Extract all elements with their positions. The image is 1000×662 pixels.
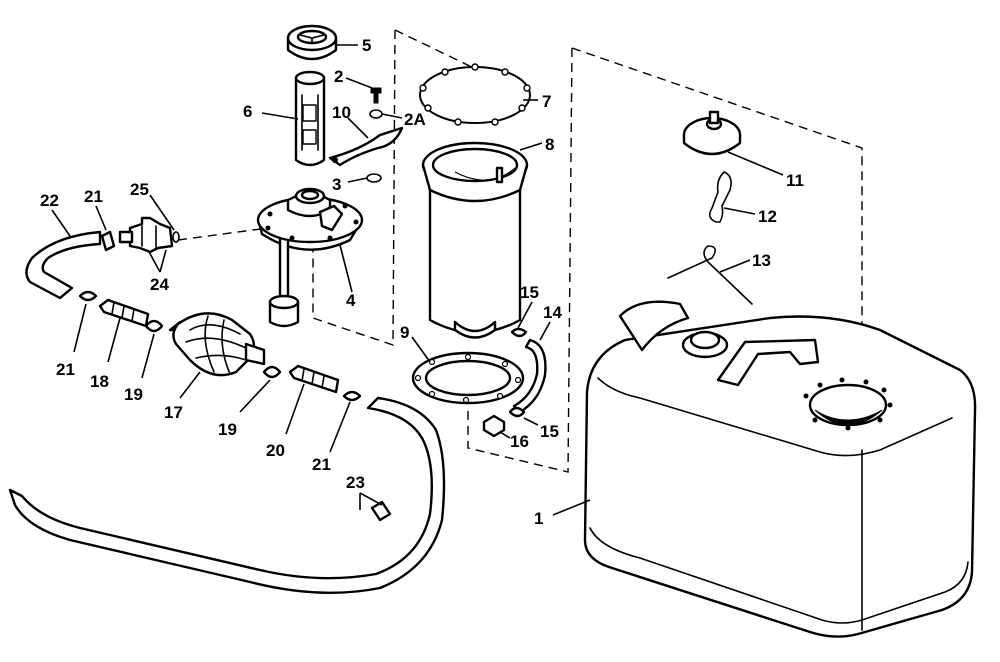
leader-15b <box>523 417 539 426</box>
leader-2a <box>381 113 403 119</box>
callout-21b: 21 <box>56 360 75 379</box>
callout-5: 5 <box>362 36 371 55</box>
pickup-connector-line <box>177 227 269 241</box>
leader-8 <box>519 142 543 151</box>
leader-24b <box>159 249 167 273</box>
leader-1 <box>552 499 591 516</box>
hose-clamp-lower <box>508 406 526 418</box>
leader-9 <box>411 336 431 363</box>
callout-19b: 19 <box>218 420 237 439</box>
fuel-cap <box>682 110 742 156</box>
leader-11 <box>727 151 784 176</box>
hose-fitting-20 <box>288 364 340 394</box>
leader-4 <box>339 244 353 293</box>
leader-21c <box>329 401 351 453</box>
callout-14: 14 <box>543 303 562 322</box>
leader-12 <box>723 207 756 215</box>
callout-25: 25 <box>130 180 149 199</box>
callout-7: 7 <box>542 92 551 111</box>
tank-hose <box>25 230 102 300</box>
callout-2a: 2A <box>404 110 426 129</box>
leader-6 <box>261 112 299 120</box>
cap-chain <box>708 171 732 223</box>
callout-12: 12 <box>758 207 777 226</box>
callout-22: 22 <box>40 191 59 210</box>
leader-3 <box>347 177 368 183</box>
gauge-tube <box>294 70 326 167</box>
callout-23: 23 <box>346 473 365 492</box>
top-gasket <box>419 63 531 126</box>
return-hose <box>512 338 547 414</box>
callout-19a: 19 <box>124 385 143 404</box>
screw <box>370 87 382 104</box>
gauge-cap <box>286 24 338 61</box>
callout-20: 20 <box>266 441 285 460</box>
callout-13: 13 <box>752 251 771 270</box>
leader-21a <box>95 205 107 231</box>
leader-19b <box>239 379 271 413</box>
leader-24a <box>147 249 161 273</box>
leader-15a <box>517 301 533 329</box>
leader-14 <box>539 321 551 341</box>
wire-retainer <box>667 245 753 305</box>
leader-19a <box>141 333 155 379</box>
callout-17: 17 <box>164 403 183 422</box>
hose-fitting-18 <box>98 298 150 328</box>
o-ring <box>172 231 180 243</box>
assembly-box-pickup <box>312 29 479 346</box>
gauge-bracket <box>328 126 404 167</box>
tank-insert <box>421 141 529 339</box>
washer-3 <box>366 173 382 183</box>
callout-21a: 21 <box>84 187 103 206</box>
callout-16: 16 <box>510 432 529 451</box>
callout-24: 24 <box>150 275 169 294</box>
leader-23b <box>359 492 383 506</box>
lower-gasket <box>411 351 525 405</box>
tank-connector <box>118 216 174 254</box>
tank-fitting <box>482 414 506 438</box>
fuel-tank <box>583 300 977 638</box>
callout-1: 1 <box>534 509 543 528</box>
callout-10: 10 <box>332 103 351 122</box>
pickup-assembly <box>256 187 364 328</box>
callout-15a: 15 <box>520 283 539 302</box>
callout-9: 9 <box>400 323 409 342</box>
leader-18 <box>107 317 121 363</box>
callout-6: 6 <box>243 102 252 121</box>
callout-2: 2 <box>334 67 343 86</box>
callout-11: 11 <box>786 171 804 190</box>
callout-4: 4 <box>346 291 356 310</box>
callout-18: 18 <box>90 372 109 391</box>
callout-3: 3 <box>332 175 341 194</box>
washer-2a <box>369 109 383 119</box>
primer-bulb <box>168 312 266 377</box>
leader-17 <box>179 371 201 399</box>
leader-16 <box>499 431 511 439</box>
hose-clamp-21-a <box>100 230 116 252</box>
hose-clamp-21-c <box>342 390 362 402</box>
hose-clamp-19-a <box>144 319 164 333</box>
leader-2 <box>345 77 373 89</box>
leader-22 <box>51 209 71 237</box>
leader-20 <box>285 383 305 435</box>
callout-8: 8 <box>545 135 554 154</box>
leader-21b <box>73 303 87 353</box>
hose-clamp-19-b <box>262 365 282 379</box>
leader-25 <box>149 194 175 231</box>
leader-13 <box>719 259 751 273</box>
hose-clamp-upper <box>510 327 528 338</box>
leader-10 <box>347 117 369 139</box>
callout-21c: 21 <box>312 455 331 474</box>
hose-clamp-21-b <box>78 290 98 302</box>
callout-15b: 15 <box>540 422 559 441</box>
assembly-box-tank-insert <box>467 47 863 473</box>
